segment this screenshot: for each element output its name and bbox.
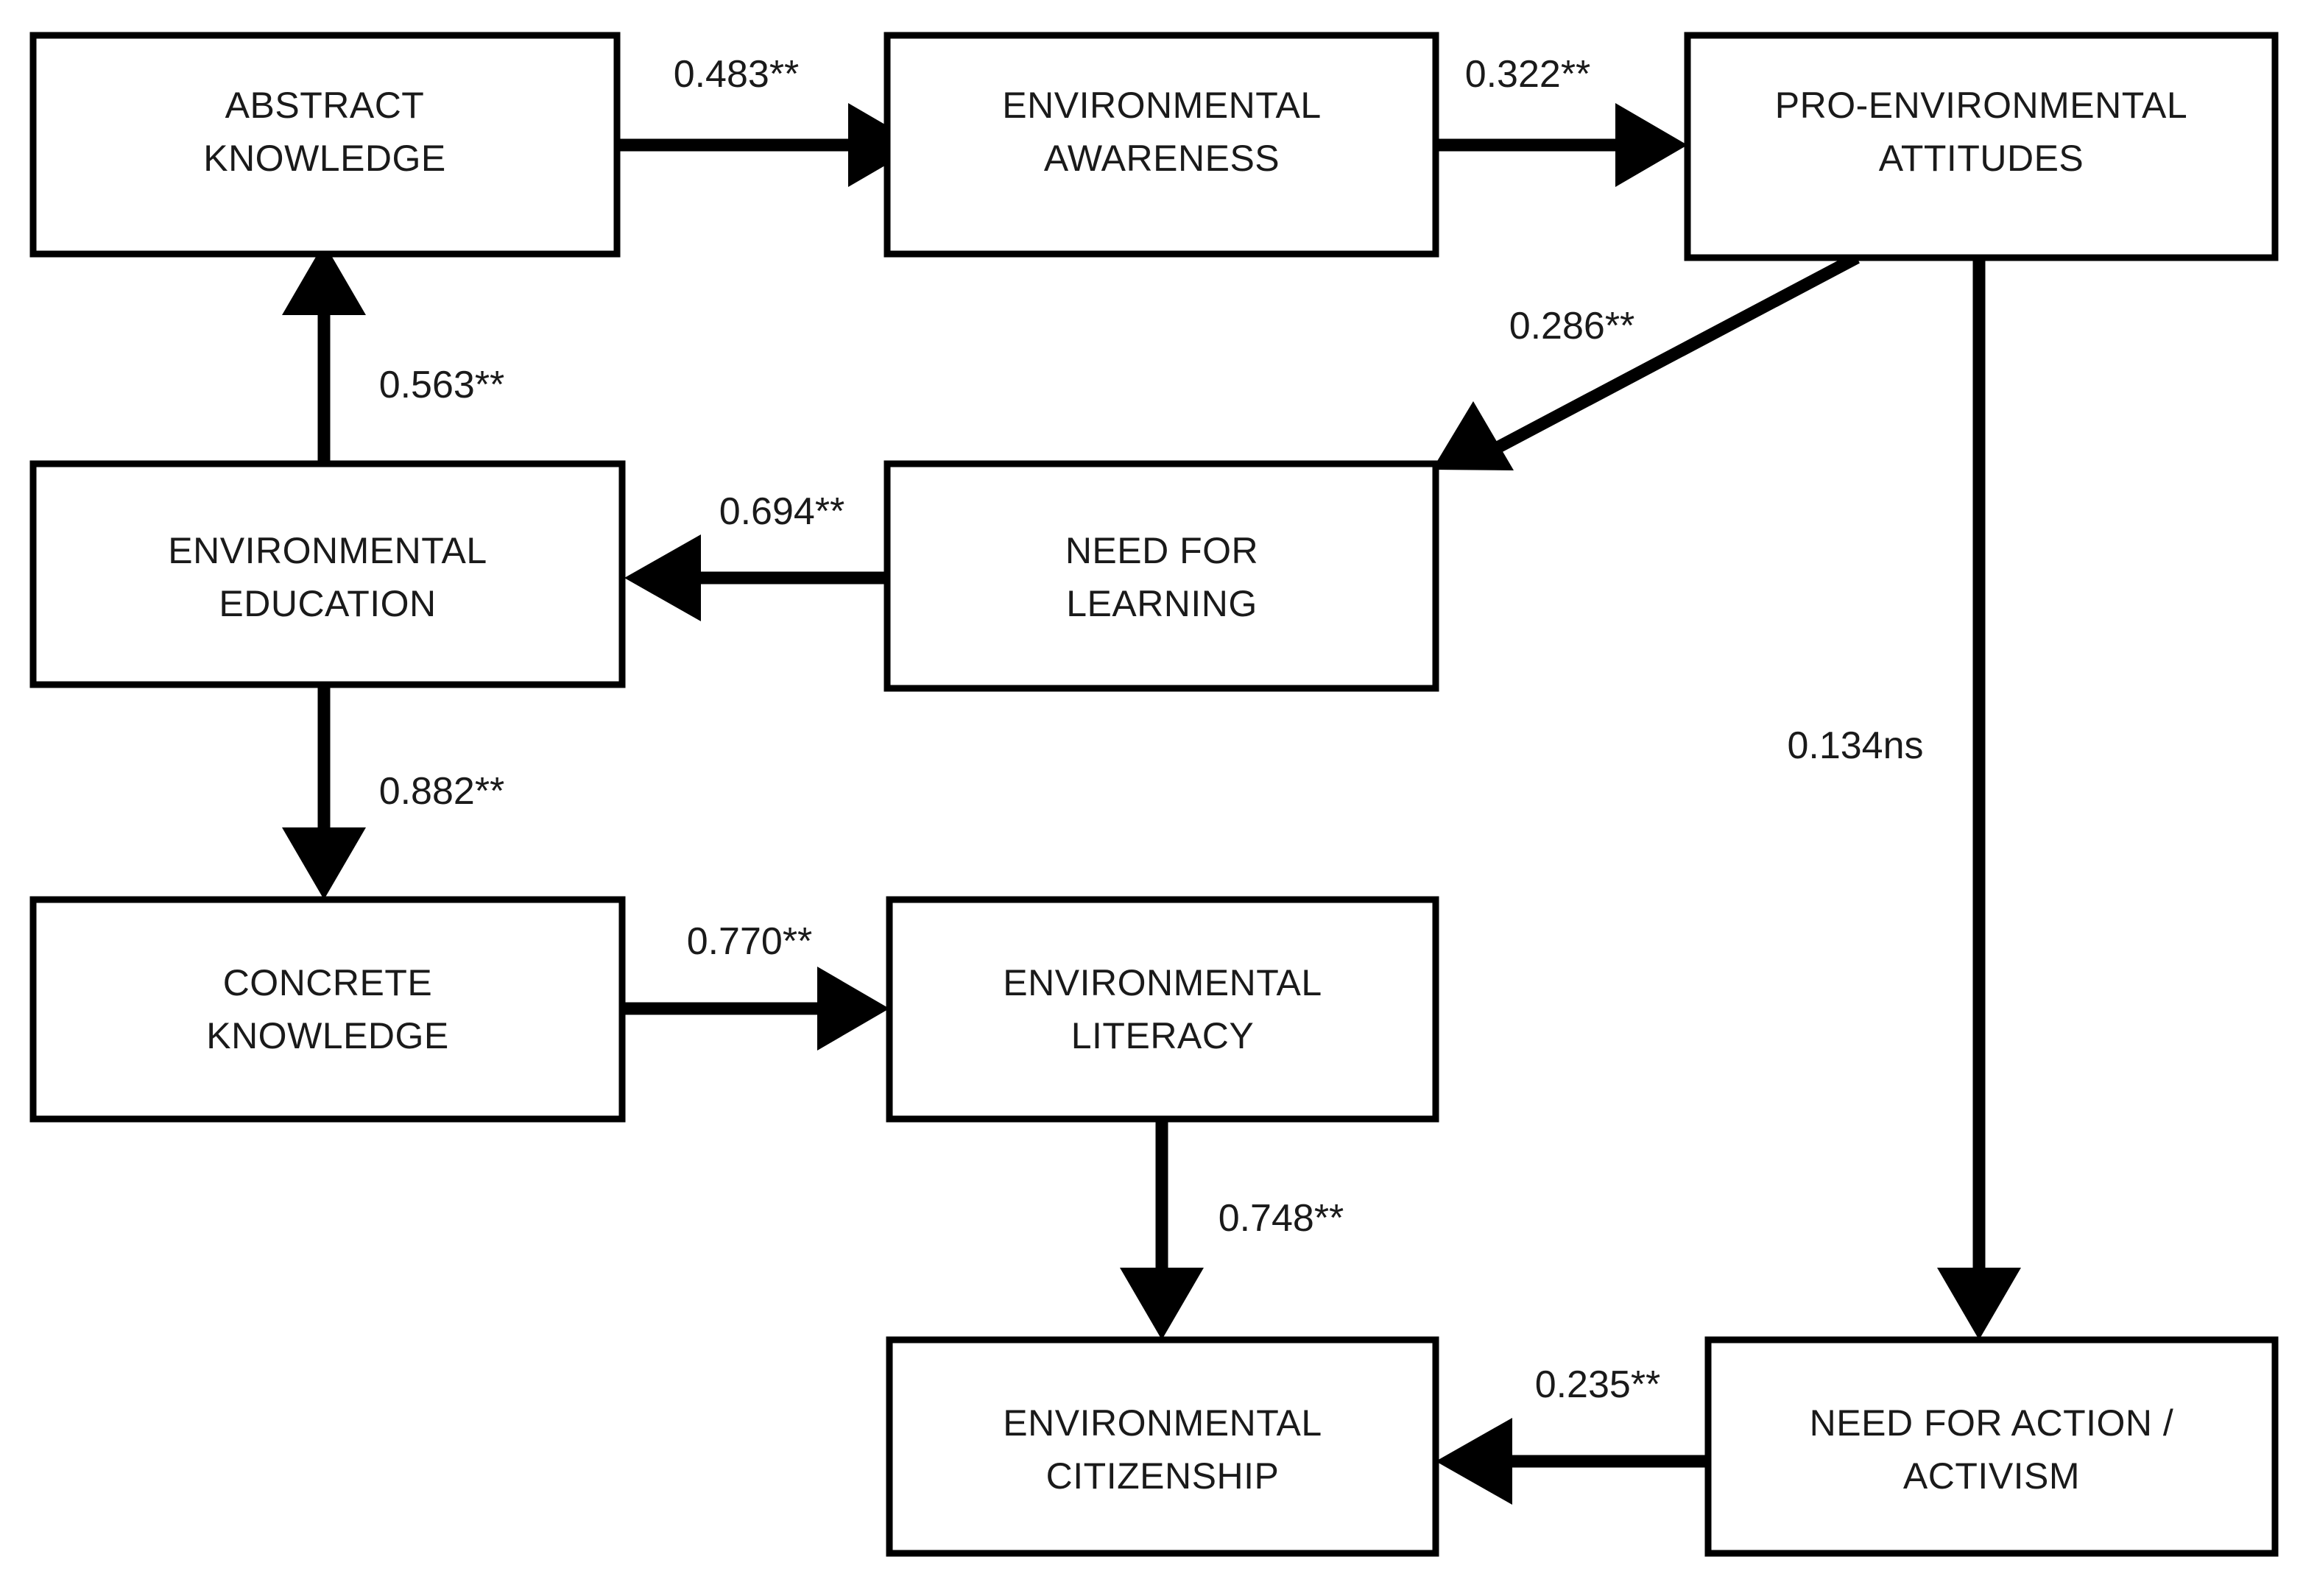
edge-label-0.770: 0.770** — [687, 920, 813, 963]
edge-label-0.322: 0.322** — [1465, 53, 1591, 96]
edge-label-0.134: 0.134ns — [1787, 724, 1923, 767]
edge-label-0.286: 0.286** — [1509, 305, 1635, 347]
arrowhead-icon — [817, 967, 889, 1051]
arrowhead-icon — [1615, 103, 1687, 187]
edge-need-for-action-to-environmental-citizenship: 0.235** — [1436, 1363, 1708, 1505]
node-box[interactable] — [1684, 32, 2279, 261]
node-label-line1: ENVIRONMENTAL — [1003, 1402, 1322, 1444]
node-box[interactable] — [886, 1336, 1439, 1557]
node-box[interactable] — [29, 896, 626, 1123]
node-label-line1: NEED FOR ACTION / — [1810, 1402, 2174, 1444]
node-abstract-knowledge[interactable]: ABSTRACT KNOWLEDGE — [29, 32, 621, 258]
node-label-line1: NEED FOR — [1065, 530, 1258, 571]
node-need-for-learning[interactable]: NEED FOR LEARNING — [884, 460, 1439, 692]
edge-pro-environmental-attitudes-to-need-for-action: 0.134ns — [1787, 258, 2021, 1340]
node-label-line2: KNOWLEDGE — [206, 1015, 449, 1056]
node-environmental-citizenship[interactable]: ENVIRONMENTAL CITIZENSHIP — [886, 1336, 1439, 1557]
edge-label-0.882: 0.882** — [379, 770, 505, 813]
node-box[interactable] — [884, 460, 1439, 692]
node-label-line1: ENVIRONMENTAL — [168, 530, 487, 571]
node-label-line1: ENVIRONMENTAL — [1003, 962, 1322, 1003]
edge-environmental-literacy-to-environmental-citizenship: 0.748** — [1120, 1119, 1344, 1340]
node-label-line2: ATTITUDES — [1879, 138, 2084, 179]
arrowhead-icon — [1432, 401, 1514, 470]
node-environmental-education[interactable]: ENVIRONMENTAL EDUCATION — [29, 460, 626, 688]
edge-pro-environmental-attitudes-to-need-for-learning: 0.286** — [1432, 252, 1860, 470]
node-need-for-action[interactable]: NEED FOR ACTION / ACTIVISM — [1704, 1336, 2279, 1557]
node-box[interactable] — [884, 32, 1439, 258]
arrowhead-icon — [624, 534, 701, 621]
node-label-line2: LEARNING — [1066, 583, 1258, 624]
edge-label-0.694: 0.694** — [719, 490, 845, 533]
edge-environmental-education-to-concrete-knowledge: 0.882** — [282, 685, 504, 900]
node-pro-environmental-attitudes[interactable]: PRO-ENVIRONMENTAL ATTITUDES — [1684, 32, 2279, 261]
node-label-line1: ENVIRONMENTAL — [1002, 85, 1321, 126]
node-concrete-knowledge[interactable]: CONCRETE KNOWLEDGE — [29, 896, 626, 1123]
edge-label-0.563: 0.563** — [379, 364, 505, 406]
node-label-line1: ABSTRACT — [225, 85, 425, 126]
node-environmental-awareness[interactable]: ENVIRONMENTAL AWARENESS — [884, 32, 1439, 258]
arrowhead-icon — [282, 243, 366, 315]
node-label-line2: ACTIVISM — [1903, 1455, 2080, 1497]
edge-label-0.483: 0.483** — [674, 53, 800, 96]
edge-label-0.748: 0.748** — [1218, 1197, 1344, 1240]
edge-abstract-knowledge-to-environmental-awareness: 0.483** — [617, 53, 920, 187]
arrowhead-icon — [1436, 1418, 1512, 1505]
node-environmental-literacy[interactable]: ENVIRONMENTAL LITERACY — [886, 896, 1439, 1123]
node-label-line2: LITERACY — [1071, 1015, 1255, 1056]
node-label-line1: CONCRETE — [223, 962, 433, 1003]
edge-concrete-knowledge-to-environmental-literacy: 0.770** — [622, 920, 889, 1051]
arrowhead-icon — [282, 827, 366, 900]
node-label-line2: AWARENESS — [1044, 138, 1280, 179]
node-label-line2: KNOWLEDGE — [203, 138, 446, 179]
node-box[interactable] — [29, 460, 626, 688]
edge-environmental-education-to-abstract-knowledge: 0.563** — [282, 243, 504, 464]
edge-need-for-learning-to-environmental-education: 0.694** — [624, 490, 887, 621]
edge-line — [1492, 252, 1860, 455]
node-label-line2: EDUCATION — [219, 583, 436, 624]
arrowhead-icon — [1937, 1268, 2021, 1340]
edge-label-0.235: 0.235** — [1535, 1363, 1661, 1406]
node-box[interactable] — [886, 896, 1439, 1123]
node-box[interactable] — [29, 32, 621, 258]
edge-environmental-awareness-to-pro-environmental-attitudes: 0.322** — [1436, 53, 1687, 187]
node-box[interactable] — [1704, 1336, 2279, 1557]
node-label-line1: PRO-ENVIRONMENTAL — [1775, 85, 2187, 126]
arrowhead-icon — [1120, 1268, 1204, 1340]
node-label-line2: CITIZENSHIP — [1046, 1455, 1280, 1497]
